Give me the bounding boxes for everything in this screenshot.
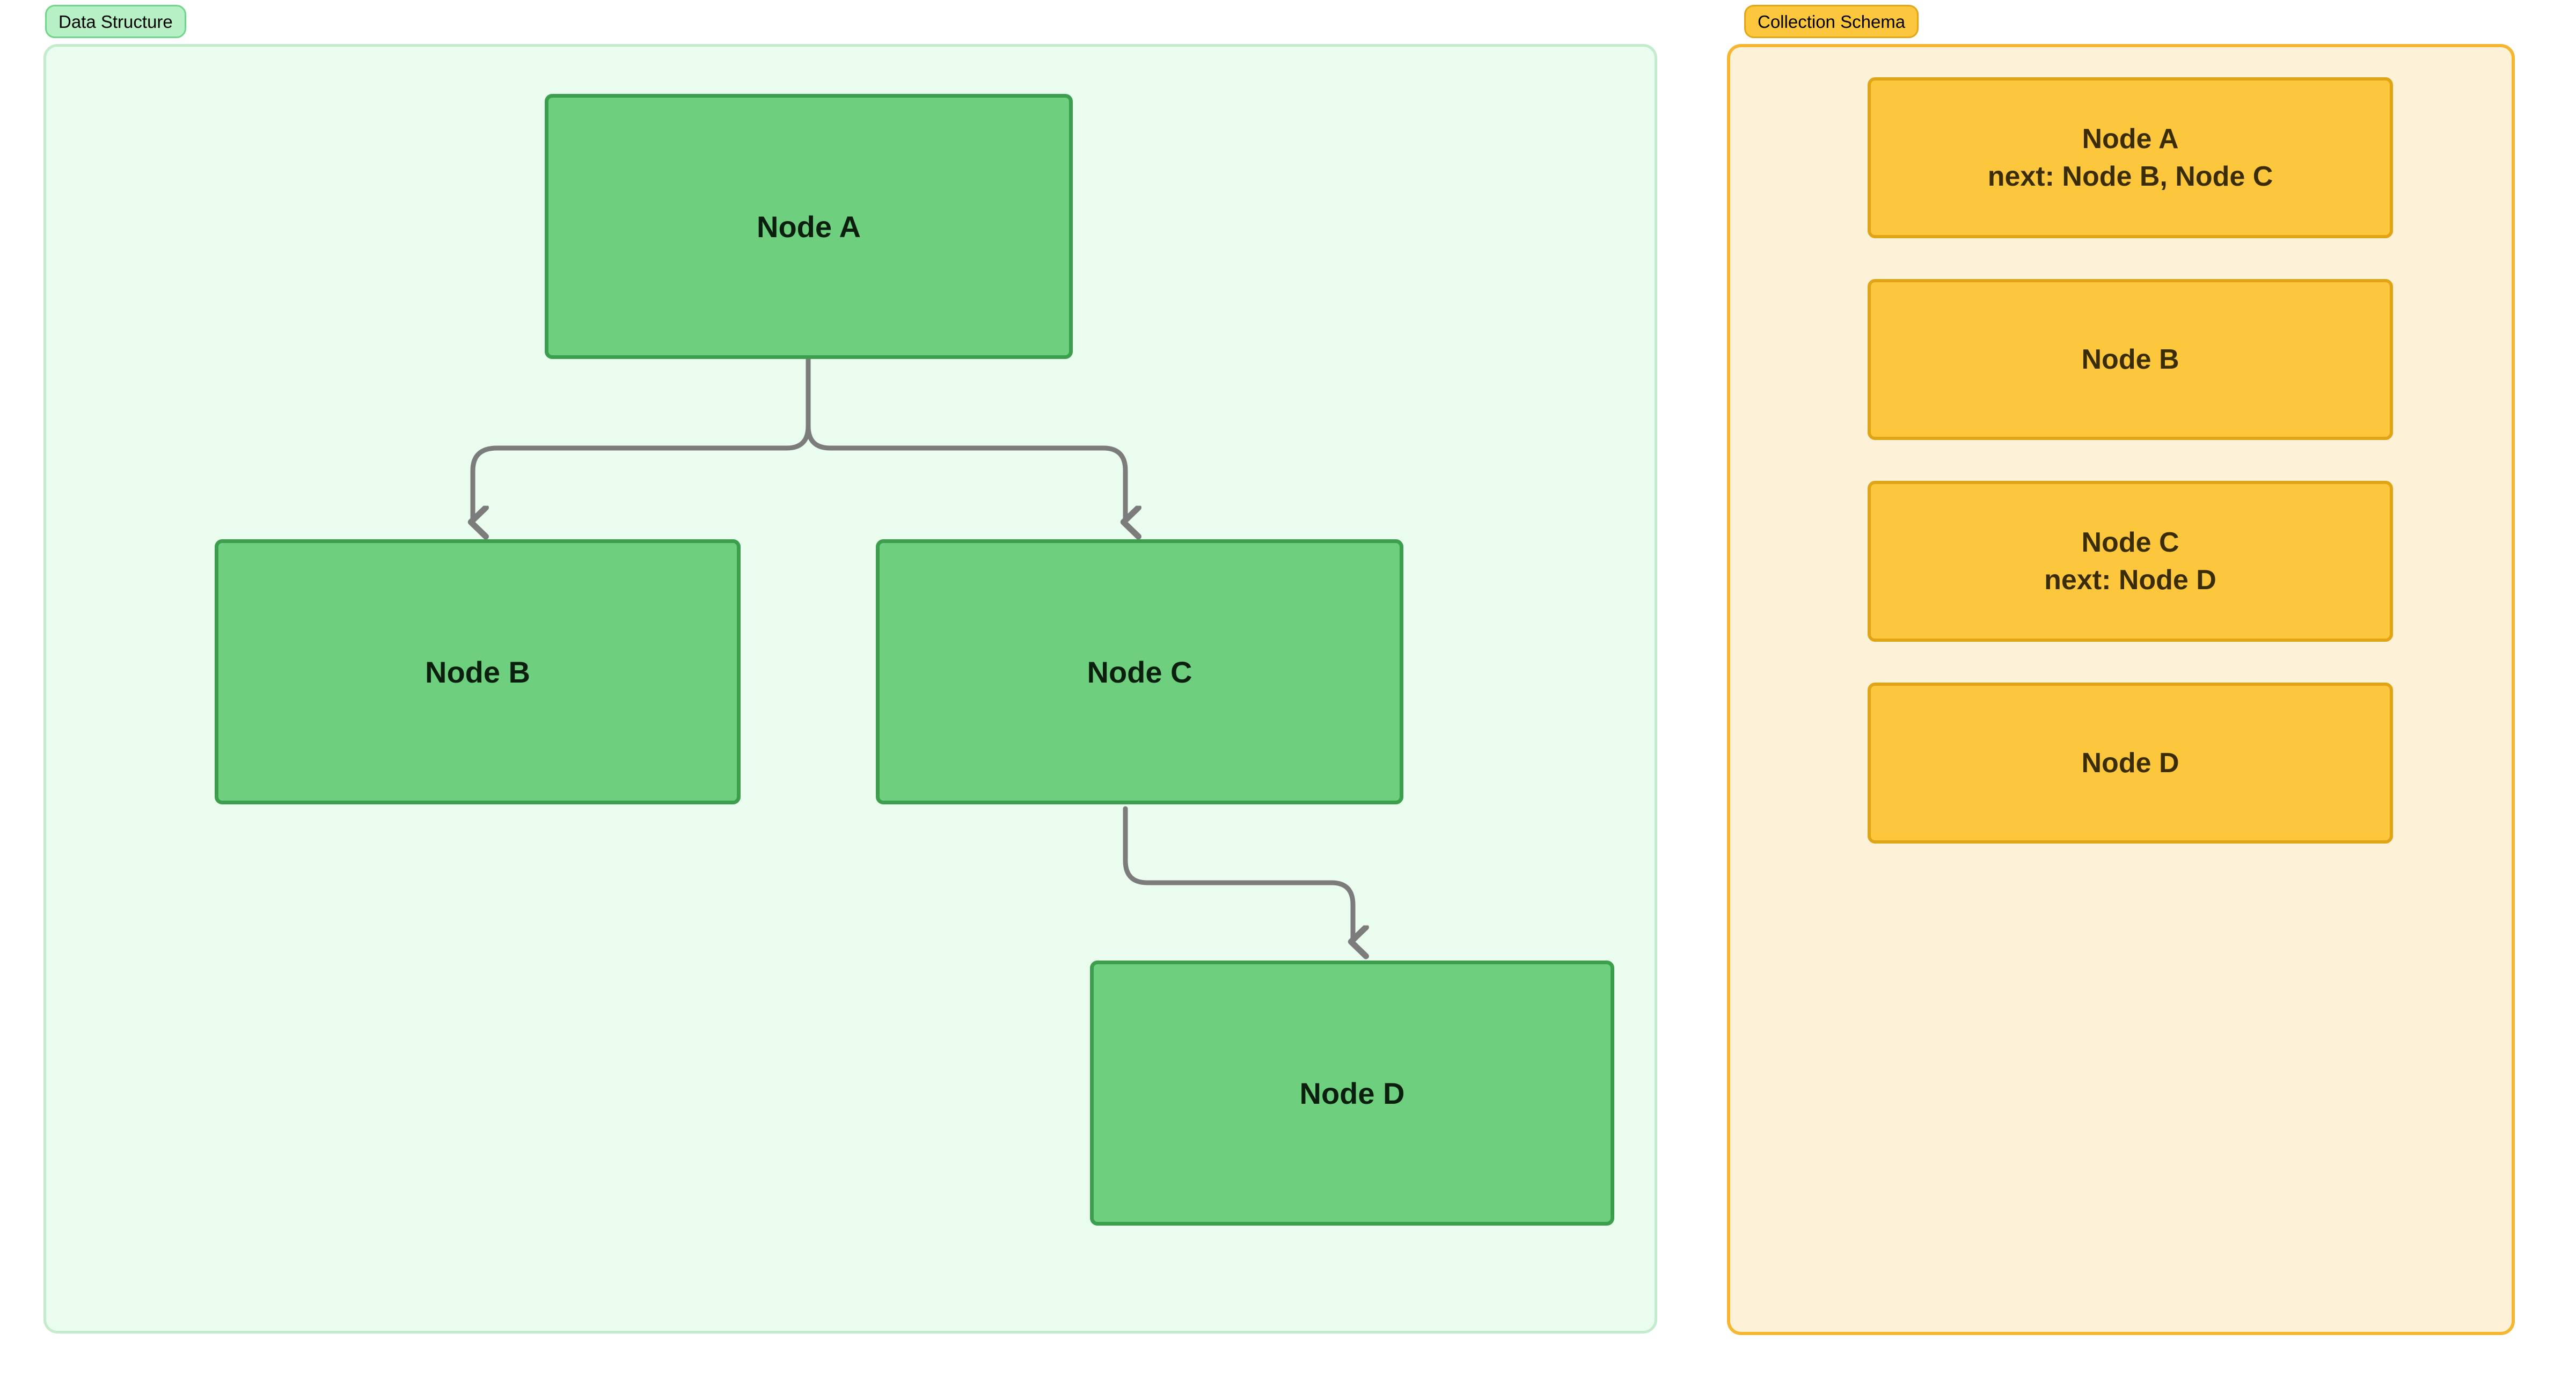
schema-card-title: Node D [2081, 747, 2179, 779]
flow-node-node-b[interactable]: Node B [215, 539, 741, 804]
schema-card-next: next: Node D [2044, 565, 2216, 596]
schema-card-title: Node C [2081, 526, 2179, 558]
schema-card-title: Node B [2081, 343, 2179, 375]
schema-card-next: next: Node B, Node C [1987, 161, 2273, 192]
collection-schema-panel-badge: Collection Schema [1744, 5, 1919, 38]
schema-card-node-d[interactable]: Node D [1868, 683, 2393, 844]
schema-card-node-a[interactable]: Node A next: Node B, Node C [1868, 77, 2393, 238]
flow-node-node-a[interactable]: Node A [545, 94, 1073, 359]
collection-schema-panel: Node A next: Node B, Node C Node B Node … [1727, 44, 2515, 1335]
schema-card-title: Node A [2082, 123, 2179, 155]
data-structure-panel-badge: Data Structure [45, 5, 186, 38]
schema-card-node-c[interactable]: Node C next: Node D [1868, 481, 2393, 642]
flow-node-node-c[interactable]: Node C [876, 539, 1403, 804]
flow-node-node-d[interactable]: Node D [1090, 961, 1614, 1226]
schema-card-node-b[interactable]: Node B [1868, 279, 2393, 440]
